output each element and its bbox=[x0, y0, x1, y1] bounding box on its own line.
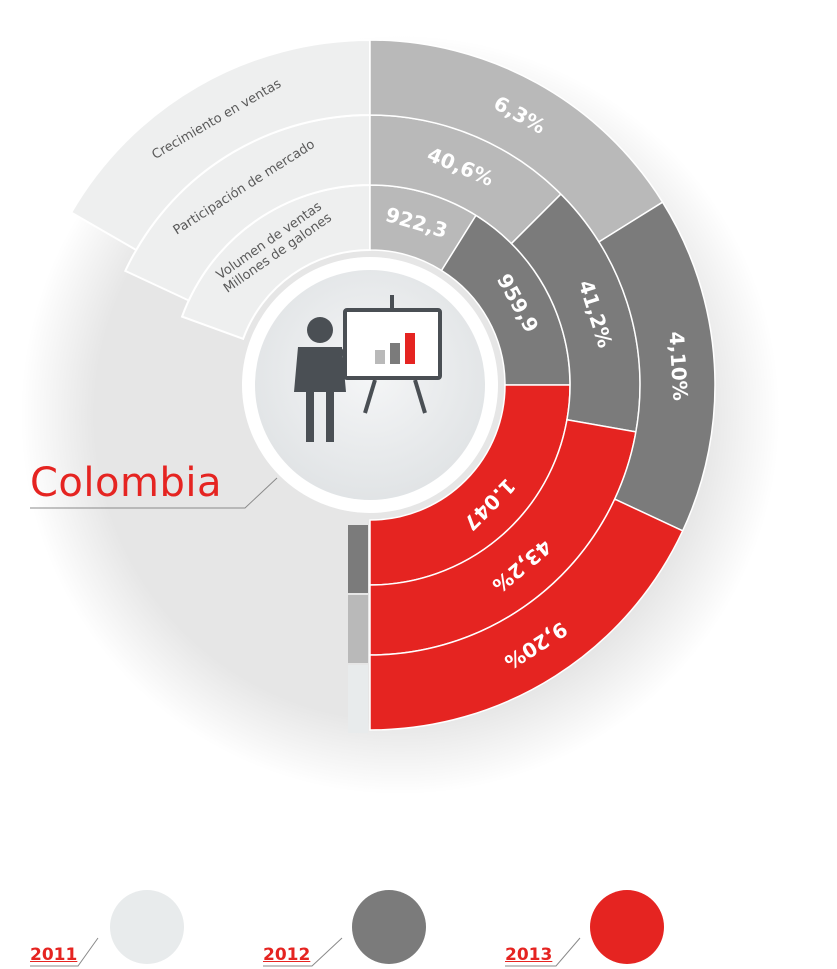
legend-dot-2011 bbox=[110, 890, 184, 964]
stack-tab-2 bbox=[348, 595, 368, 663]
legend-year-2012: 2012 bbox=[263, 945, 311, 965]
stack-tab-3 bbox=[348, 665, 368, 733]
segment-2013-ring-3 bbox=[369, 498, 684, 731]
legend-year-2013: 2013 bbox=[505, 945, 553, 965]
ring-segments bbox=[348, 39, 716, 733]
stack-tab-1 bbox=[348, 525, 368, 593]
presenter-icon bbox=[294, 295, 442, 442]
presenter-hub bbox=[242, 257, 498, 513]
country-underline bbox=[30, 477, 278, 509]
legend-dot-2013 bbox=[590, 890, 664, 964]
country-title: Colombia bbox=[30, 460, 222, 506]
legend-dot-2012 bbox=[352, 890, 426, 964]
value-2012-ring-3: 4,10% bbox=[664, 331, 692, 402]
legend-year-2011: 2011 bbox=[30, 945, 78, 965]
